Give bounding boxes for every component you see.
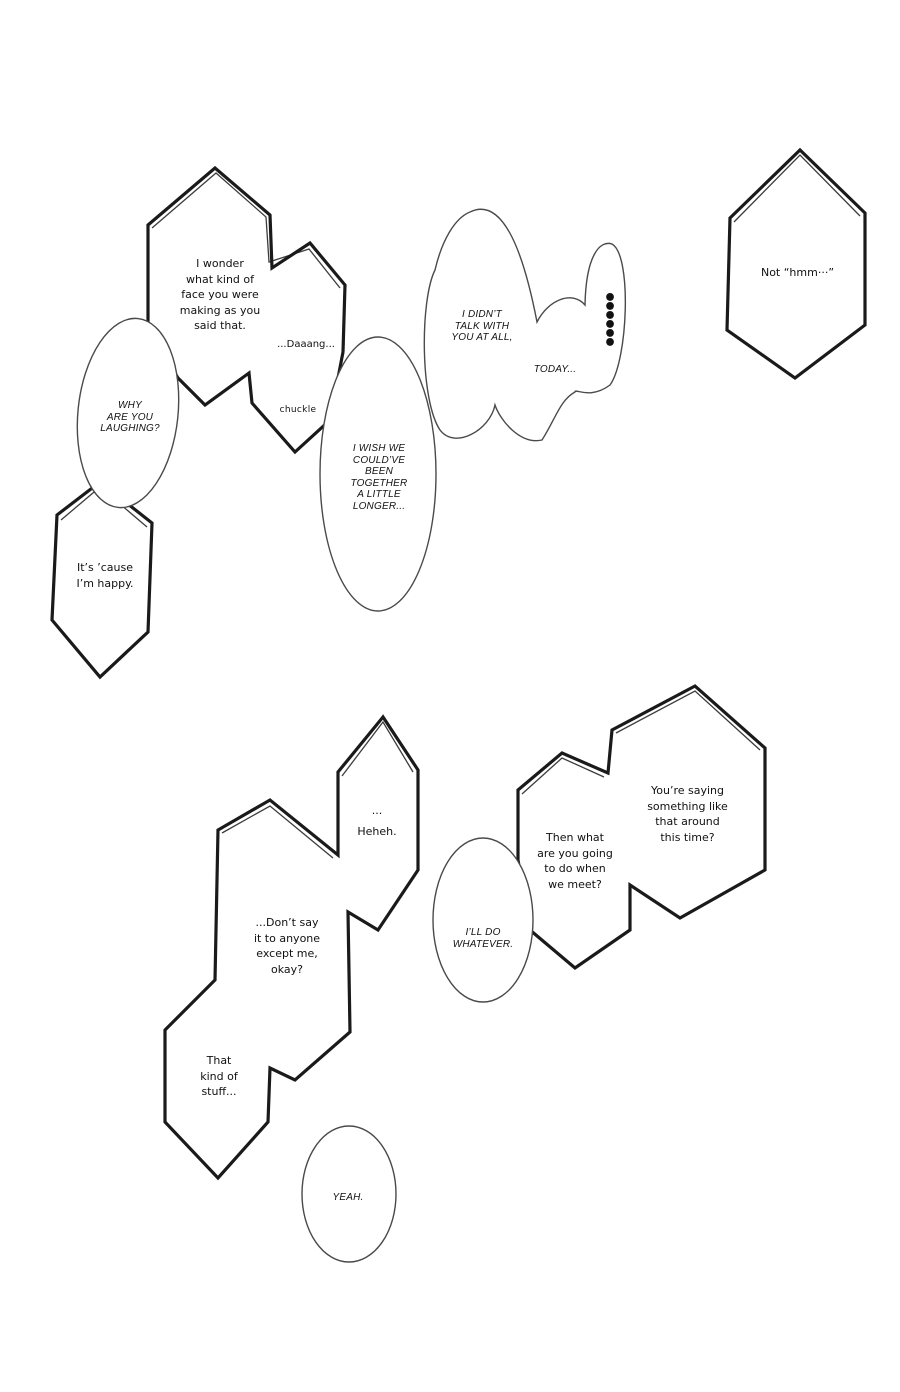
oval-bubble-why-laughing xyxy=(76,317,180,509)
bubble-text-dont-say: ...Don’t say it to anyone except me, oka… xyxy=(253,916,321,976)
bubble-text-that-kind: That kind of stuff... xyxy=(200,1054,238,1098)
bubble-text-yeah: YEAH. xyxy=(332,1192,364,1203)
oval-bubble-wish xyxy=(319,336,437,612)
bubble-text-heheh: Heheh. xyxy=(357,825,397,838)
sfx-chuckle: chuckle xyxy=(279,405,317,415)
bubble-text-daaang: ...Daaang... xyxy=(277,339,335,350)
bubble-text-not-hmm: Not “hmm···” xyxy=(760,266,835,279)
hex-bubble-heheh xyxy=(163,714,420,1181)
bubble-text-today: TODAY... xyxy=(533,364,577,375)
bubble-text-wonder: I wonder what kind of face you were maki… xyxy=(179,257,261,332)
oval-bubble-yeah xyxy=(301,1125,397,1263)
bubble-text-didnt-talk: I DIDN’T TALK WITH YOU AT ALL, xyxy=(451,309,513,343)
bubble-text-then-what: Then what are you going to do when we me… xyxy=(537,831,613,891)
bubble-text-heheh-dots: ··· xyxy=(371,807,383,820)
bubble-text-why-laughing: WHY ARE YOU LAUGHING? xyxy=(100,400,160,434)
cloud-bubble-didnt-talk xyxy=(423,208,627,442)
bubble-text-youre-saying: You’re saying something like that around… xyxy=(647,784,728,844)
hex-bubble-saying xyxy=(516,684,767,971)
bubble-text-wish: I WISH WE COULD’VE BEEN TOGETHER A LITTL… xyxy=(350,443,408,512)
oval-bubble-ill-do xyxy=(432,837,534,1003)
bubble-text-vertical-ellipsis: • • • • • • xyxy=(602,286,618,356)
bubble-text-ill-do: I’LL DO WHATEVER. xyxy=(452,927,514,950)
bubble-text-cause-happy: It’s ’cause I’m happy. xyxy=(76,561,134,590)
hex-bubble-not-hmm xyxy=(725,147,867,380)
